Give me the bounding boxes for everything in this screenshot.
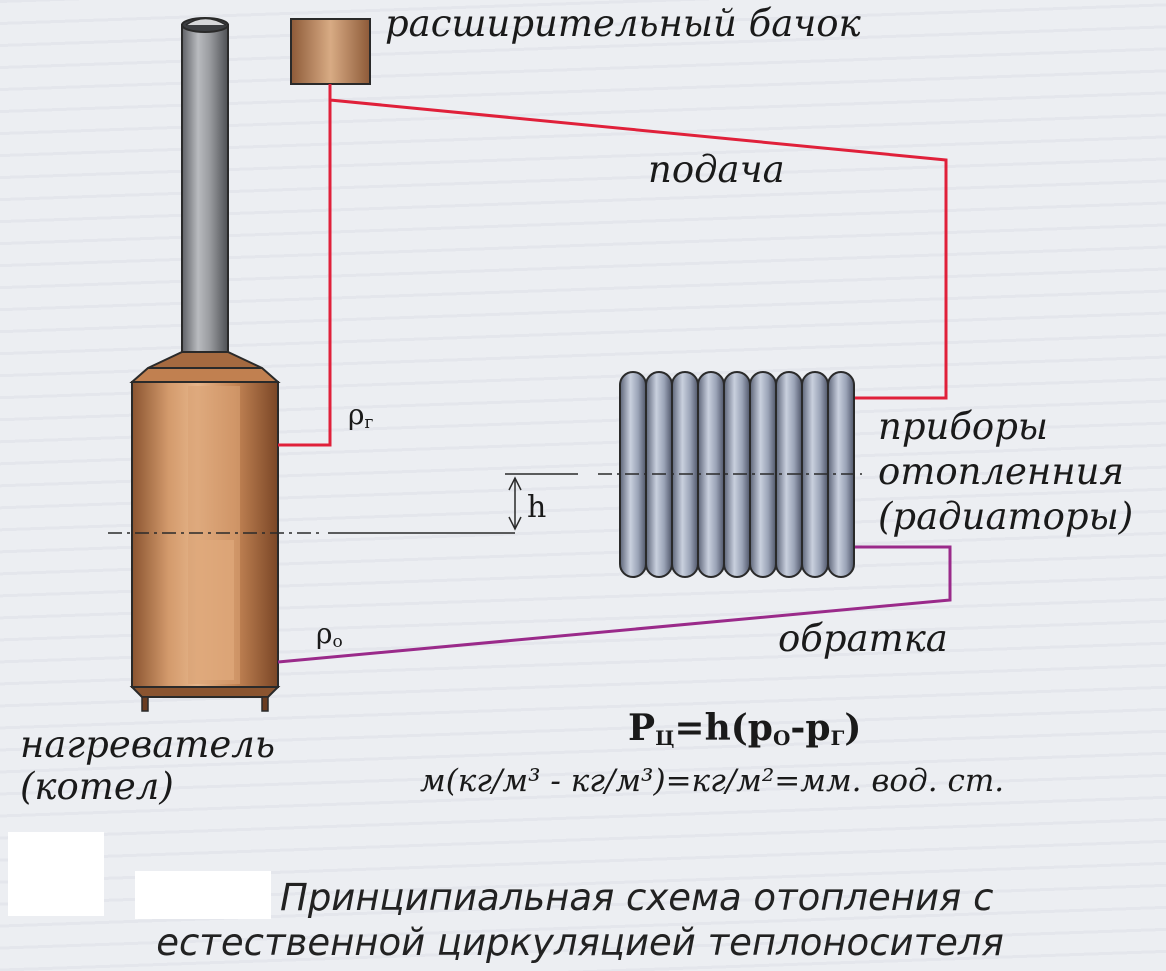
boiler xyxy=(129,351,281,712)
supply-pipe xyxy=(278,84,948,447)
white-patch-caption xyxy=(135,871,271,919)
height-label: h xyxy=(527,490,547,525)
radiators-label-line3: (радиаторы) xyxy=(878,495,1134,538)
radiators-label-line1: приборы xyxy=(878,405,1049,448)
caption-line2: естественной циркуляцией теплоносителя xyxy=(156,921,1004,964)
expansion-tank xyxy=(290,18,371,85)
heater-label-line2: (котел) xyxy=(20,765,174,808)
units-line: м(кг/м³ - кг/м³)=кг/м²=мм. вод. ст. xyxy=(420,763,1005,799)
caption-line1: Принципиальная схема отопления с xyxy=(280,876,994,919)
chimney xyxy=(181,17,229,356)
return-label: обратка xyxy=(778,617,948,660)
rho-cold-label: ρо xyxy=(316,617,343,652)
return-pipe xyxy=(277,545,952,664)
white-patch-left xyxy=(8,832,104,916)
rho-hot-label: ρг xyxy=(348,398,374,433)
supply-label: подача xyxy=(648,148,785,191)
expansion-tank-label: расширительный бачок xyxy=(385,2,861,45)
circulation-pressure-formula: PЦ=h(pО-pГ) xyxy=(628,707,862,750)
radiators-label-line2: отопленния xyxy=(878,450,1124,493)
height-dimension-arrow xyxy=(508,476,522,531)
heater-label-line1: нагреватель xyxy=(20,723,275,766)
